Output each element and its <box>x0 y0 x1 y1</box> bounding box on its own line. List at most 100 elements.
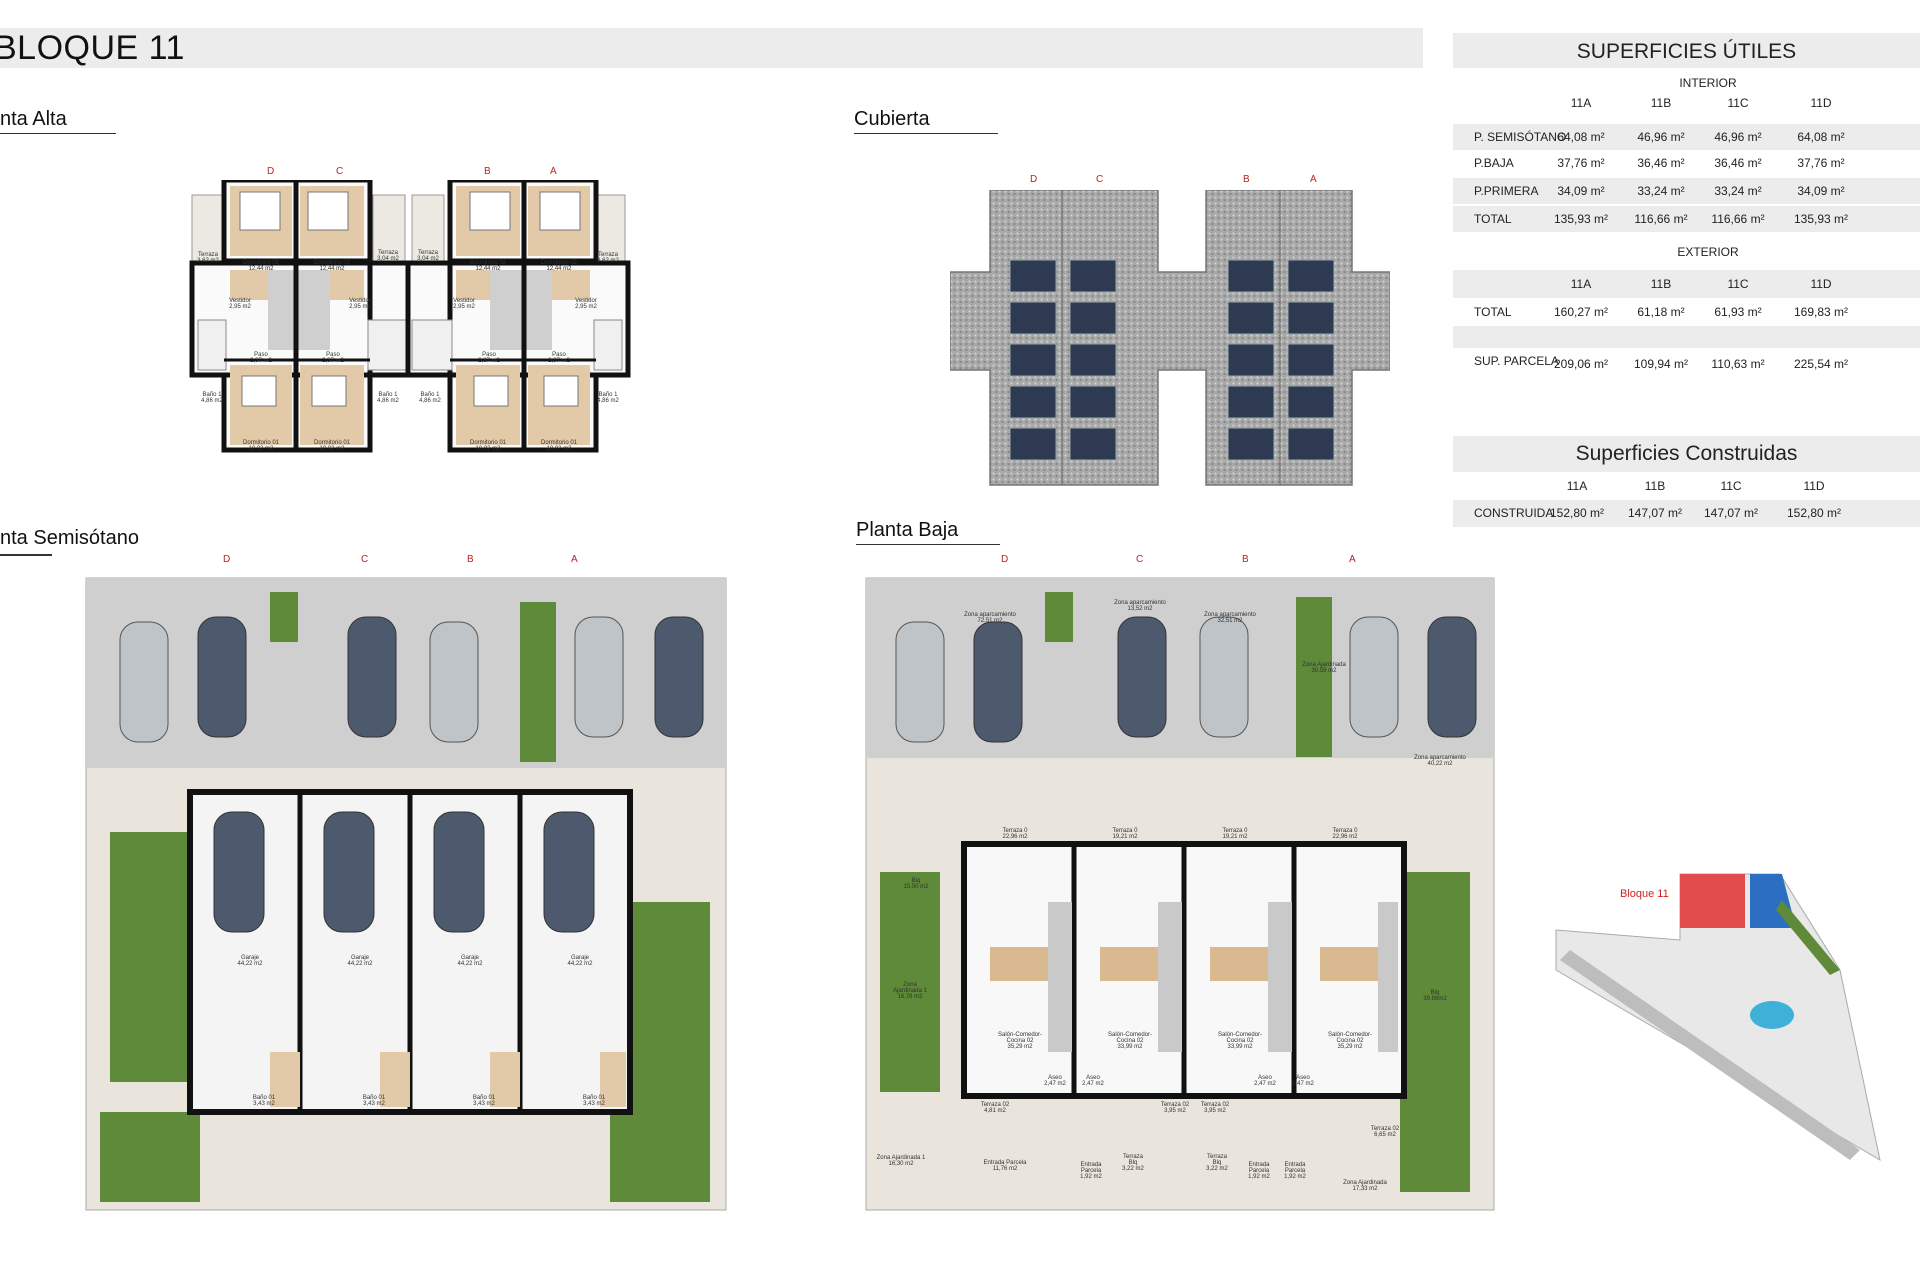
unit-letter-b: B <box>467 554 474 565</box>
room-label: Dormitorio 01 10,02 m2 <box>313 440 350 452</box>
room-label: Terraza Blq 3,22 m2 <box>1206 1154 1228 1172</box>
col-header: 11A <box>1566 479 1588 493</box>
unit-letter-c: C <box>1136 554 1144 565</box>
roof-drawing <box>950 190 1390 486</box>
room-label: Terraza 02 6,65 m2 <box>1370 1126 1400 1138</box>
cell: 36,46 m² <box>1637 156 1685 170</box>
room-label: Baño 1 4,86 m2 <box>377 392 399 404</box>
semisotano-drawing <box>85 577 727 1211</box>
cell: 147,07 m² <box>1703 506 1759 520</box>
section-label-planta-semisotano: nta Semisótano <box>0 527 139 552</box>
row-label: P.BAJA <box>1474 156 1514 170</box>
room-label: Aseo 2,47 m2 <box>1082 1075 1104 1087</box>
room-label: Salón-Comedor- Cocina 02 35,29 m2 <box>997 1032 1043 1050</box>
room-label: Dormitorio 01 10,02 m2 <box>469 440 506 452</box>
col-header: 11D <box>1810 277 1832 291</box>
room-label: Aseo 2,47 m2 <box>1292 1075 1314 1087</box>
room-label: Paso 2,87 m2 <box>478 352 500 364</box>
room-label: Dormitorio 02 12,44 m2 <box>313 260 350 272</box>
room-label: Paso 2,87 m2 <box>548 352 570 364</box>
room-label: Dormitorio 02 12,44 m2 <box>469 260 506 272</box>
room-label: Garaje 44,22 m2 <box>457 955 483 967</box>
room-label: Baño 1 4,86 m2 <box>419 392 441 404</box>
page-title: BLOQUE 11 <box>0 29 185 67</box>
room-label: Baño 1 4,86 m2 <box>597 392 619 404</box>
cell: 135,93 m² <box>1553 212 1609 226</box>
row-label: TOTAL <box>1474 212 1512 226</box>
room-label: Zona Ajardinada 30,59 m2 <box>1302 662 1346 674</box>
room-label: Terraza 02 3,95 m2 <box>1200 1102 1230 1114</box>
table-row: TOTAL 160,27 m² 61,18 m² 61,93 m² 169,83… <box>1453 298 1920 326</box>
column-header-row: 11A 11B 11C 11D <box>1453 270 1920 298</box>
room-label: Baño 01 3,43 m2 <box>252 1095 276 1107</box>
room-label: Vestidor 2,95 m2 <box>453 298 475 310</box>
col-header: 11A <box>1570 277 1592 291</box>
col-header: 11B <box>1650 96 1672 110</box>
section-label-planta-baja: Planta Baja <box>856 519 1000 545</box>
col-header: 11C <box>1727 96 1749 110</box>
planta-alta-drawing <box>189 180 631 453</box>
room-label: Paso 2,87 m2 <box>322 352 344 364</box>
room-label: Zona Ajardinada 17,33 m2 <box>1343 1180 1387 1192</box>
room-label: Baño 01 3,43 m2 <box>582 1095 606 1107</box>
section-label-planta-alta: nta Alta <box>0 108 116 134</box>
unit-letter-d: D <box>223 554 231 565</box>
cell: 33,24 m² <box>1714 184 1762 198</box>
column-header-row: 11A 11B 11C 11D <box>1453 476 1920 496</box>
cell: 64,08 m² <box>1797 130 1845 144</box>
unit-letter-b: B <box>484 166 491 177</box>
room-label: Baño 1 4,86 m2 <box>201 392 223 404</box>
unit-letter-d: D <box>1001 554 1009 565</box>
col-header: 11C <box>1727 277 1749 291</box>
cell: 152,80 m² <box>1549 506 1605 520</box>
site-plan: Bloque 11 <box>1540 860 1900 1180</box>
planta-alta-plan: D C B A <box>180 160 640 500</box>
room-label: Terraza 0 19,21 m2 <box>1222 828 1248 840</box>
room-label: Paso 2,87 m2 <box>250 352 272 364</box>
room-label: Entrada Parcela 1,92 m2 <box>1284 1162 1306 1180</box>
cell: 46,96 m² <box>1714 130 1762 144</box>
section-label-cubierta: Cubierta <box>854 108 998 134</box>
exterior-label: EXTERIOR <box>1677 245 1739 259</box>
row-label: P.PRIMERA <box>1474 184 1539 198</box>
row-label: SUP. PARCELA <box>1474 354 1559 368</box>
unit-letter-b: B <box>1243 174 1250 185</box>
column-header-row: 11A 11B 11C 11D <box>1453 96 1920 116</box>
room-label: Terraza 0 22,96 m2 <box>1002 828 1028 840</box>
title-bar: BLOQUE 11 <box>0 28 1423 68</box>
divider <box>0 554 52 556</box>
cell: 209,06 m² <box>1553 357 1609 371</box>
semisotano-plan: D C B A <box>80 550 730 1220</box>
room-label: Dormitorio 01 10,02 m2 <box>242 440 279 452</box>
room-label: Zona aparcamiento 72,51 m2 <box>964 612 1016 624</box>
cell: 34,09 m² <box>1797 184 1845 198</box>
room-label: Terraza 3,62 m2 <box>197 252 219 264</box>
cell: 116,66 m² <box>1634 212 1688 226</box>
cell: 64,08 m² <box>1557 130 1605 144</box>
room-label: Zona aparcamiento 13,52 m2 <box>1114 600 1166 612</box>
room-label: Dormitorio 01 10,02 m2 <box>540 440 577 452</box>
col-header: 11B <box>1644 479 1666 493</box>
room-label: Terraza 3,62 m2 <box>597 252 619 264</box>
table-row: P. SEMISÓTANO 64,08 m² 46,96 m² 46,96 m²… <box>1453 124 1920 150</box>
section-label-planta-semisotano-text: nta Semisótano <box>0 527 139 549</box>
unit-letter-b: B <box>1242 554 1249 565</box>
row-label: CONSTRUIDA <box>1474 506 1554 520</box>
cell: 169,83 m² <box>1793 305 1849 319</box>
room-label: Baño 01 3,43 m2 <box>362 1095 386 1107</box>
room-label: Garaje 44,22 m2 <box>567 955 593 967</box>
room-label: Dormitorio 02 12,44 m2 <box>242 260 279 272</box>
room-label: Baño 01 3,43 m2 <box>472 1095 496 1107</box>
unit-letter-d: D <box>1030 174 1038 185</box>
room-label: Zona Ajardinada 1 16,78 m2 <box>893 982 927 1000</box>
room-label: Zona aparcamiento 32,51 m2 <box>1204 612 1256 624</box>
table-row: P.PRIMERA 34,09 m² 33,24 m² 33,24 m² 34,… <box>1453 178 1920 204</box>
superficies-utiles-title: SUPERFICIES ÚTILES <box>1453 33 1920 68</box>
table-spacer-row <box>1453 326 1920 348</box>
cell: 110,63 m² <box>1711 357 1765 371</box>
cell: 61,93 m² <box>1714 305 1762 319</box>
room-label: Terraza 0 22,96 m2 <box>1332 828 1358 840</box>
row-label: TOTAL <box>1474 305 1512 319</box>
room-label: Entrada Parcela 11,76 m2 <box>983 1160 1027 1172</box>
cell: 46,96 m² <box>1637 130 1685 144</box>
